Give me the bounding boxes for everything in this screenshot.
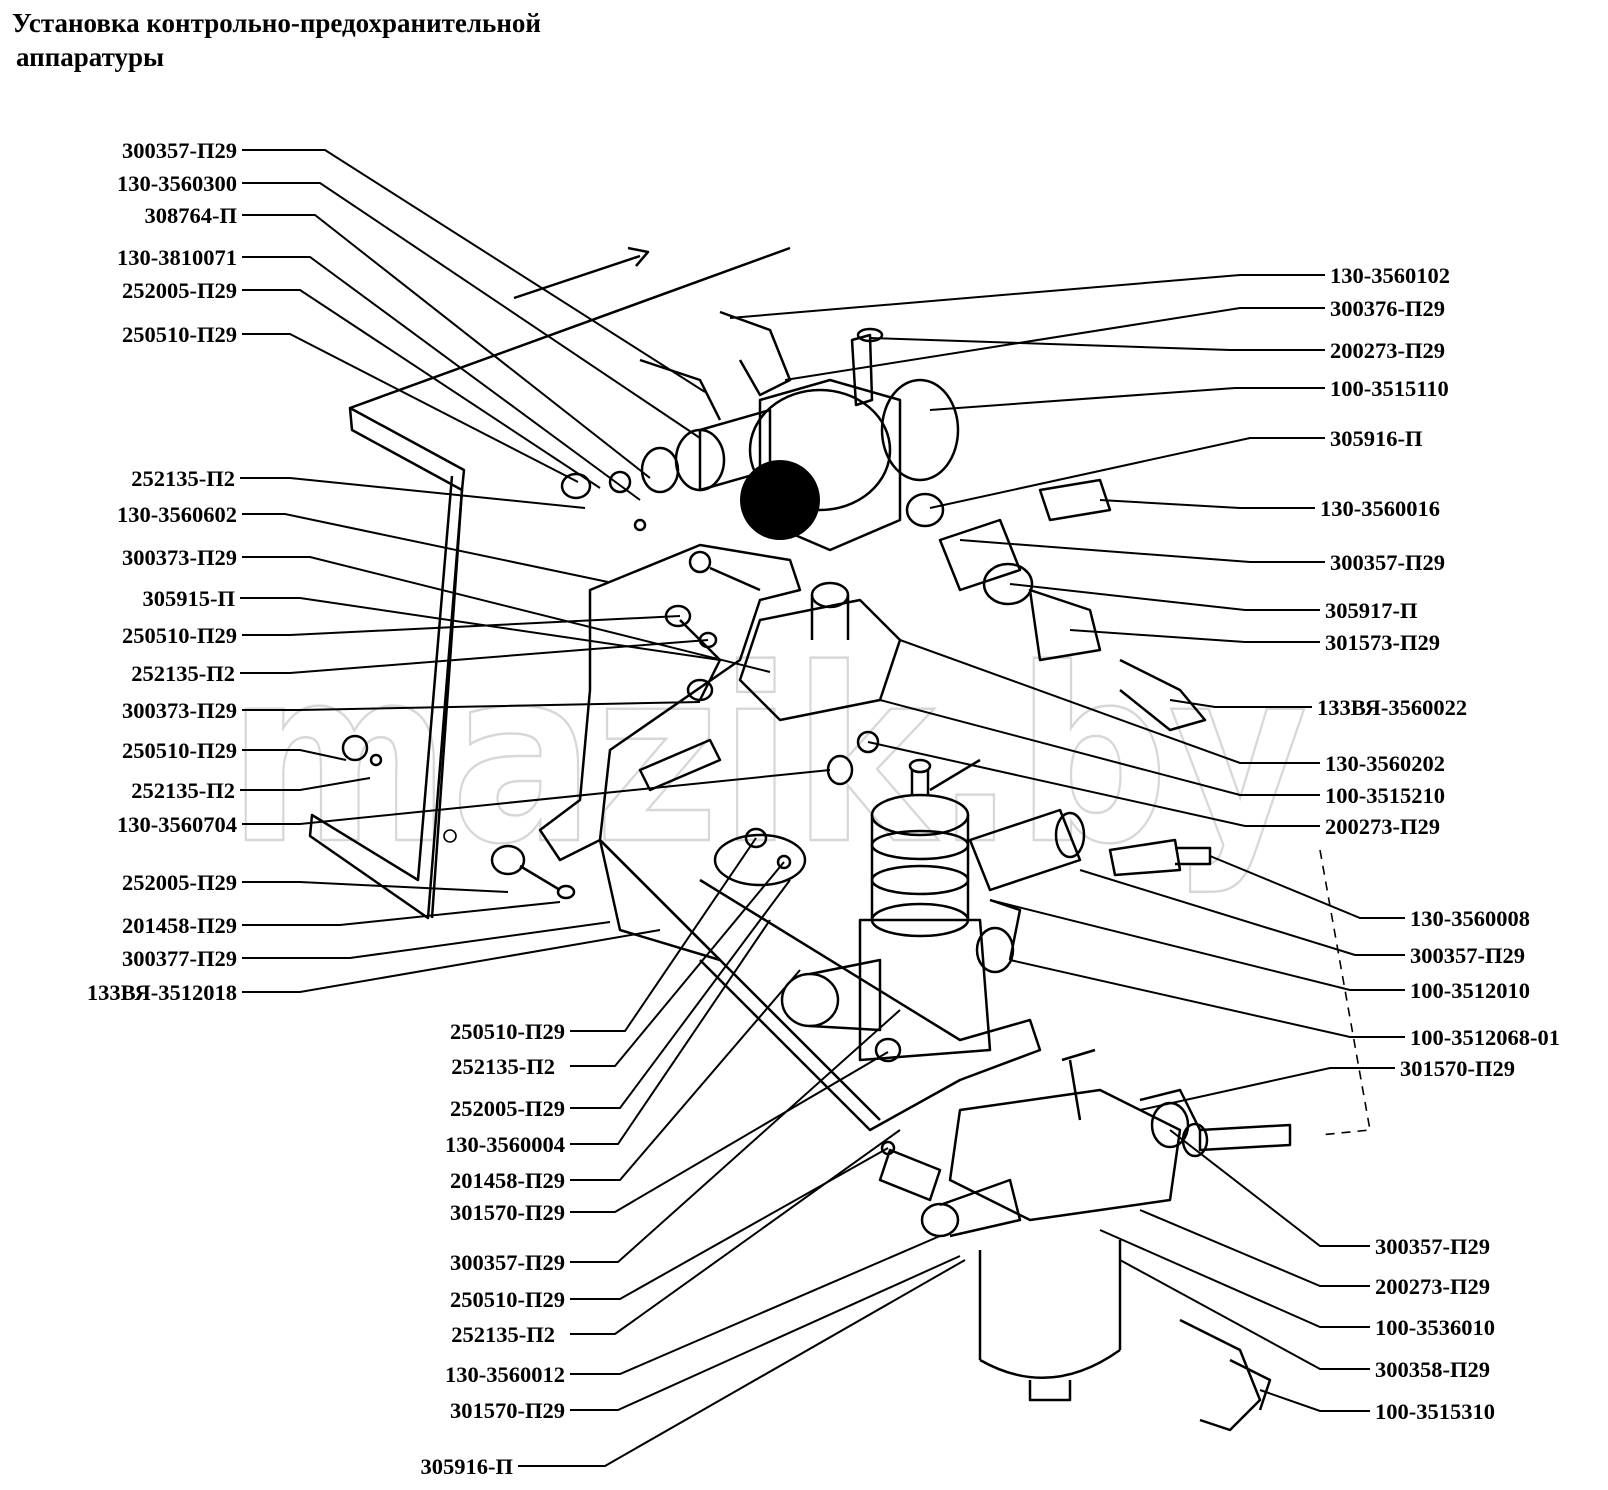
part-label-left-20: 133ВЯ-3512018 xyxy=(87,980,237,1005)
part-label-right-8: 305917-П xyxy=(1325,598,1418,623)
part-label-right-15: 300357-П29 xyxy=(1410,943,1525,968)
part-label-bottom-2: 252135-П2 xyxy=(451,1054,555,1079)
part-label-left-5: 252005-П29 xyxy=(122,278,237,303)
part-label-right-6: 130-3560016 xyxy=(1320,496,1440,521)
diagram-title-line-2: аппаратуры xyxy=(16,42,165,72)
diagram-title-line-1: Установка контрольно-предохранительной xyxy=(12,8,541,38)
valve-bracket xyxy=(538,543,1042,1132)
part-label-left-7: 252135-П2 xyxy=(131,466,235,491)
part-label-right-3: 200273-П29 xyxy=(1330,338,1445,363)
part-label-right-10: 133ВЯ-3560022 xyxy=(1317,695,1467,720)
part-label-bottom-12: 305916-П xyxy=(421,1454,514,1479)
part-label-right-5: 305916-П xyxy=(1330,426,1423,451)
part-label-right-11: 130-3560202 xyxy=(1325,751,1445,776)
part-label-right-18: 301570-П29 xyxy=(1400,1056,1515,1081)
diagram-title: Установка контрольно-предохранительной а… xyxy=(12,6,541,74)
labels-right: 130-3560102 300376-П29 200273-П29 100-35… xyxy=(1317,263,1560,1424)
watermark: mazik.by xyxy=(228,617,1308,897)
part-label-left-15: 252135-П2 xyxy=(131,778,235,803)
part-label-right-12: 100-3515210 xyxy=(1325,783,1445,808)
part-label-bottom-11: 301570-П29 xyxy=(450,1398,565,1423)
part-label-left-9: 300373-П29 xyxy=(122,545,237,570)
labels-bottom: 250510-П29 252135-П2 252005-П29 130-3560… xyxy=(421,1019,566,1479)
part-label-right-7: 300357-П29 xyxy=(1330,550,1445,575)
unloader-valve xyxy=(713,758,1086,1062)
part-label-right-19: 300357-П29 xyxy=(1375,1234,1490,1259)
part-label-left-2: 130-3560300 xyxy=(117,171,237,196)
part-label-bottom-9: 252135-П2 xyxy=(451,1322,555,1347)
part-label-bottom-3: 252005-П29 xyxy=(450,1096,565,1121)
pressure-regulator xyxy=(560,327,960,552)
part-label-left-4: 130-3810071 xyxy=(117,245,237,270)
part-label-right-20: 200273-П29 xyxy=(1375,1274,1490,1299)
part-label-left-14: 250510-П29 xyxy=(122,738,237,763)
part-label-left-3: 308764-П xyxy=(145,203,238,228)
part-label-left-19: 300377-П29 xyxy=(122,946,237,971)
part-label-right-13: 200273-П29 xyxy=(1325,814,1440,839)
part-label-right-2: 300376-П29 xyxy=(1330,296,1445,321)
part-label-left-10: 305915-П xyxy=(143,586,236,611)
part-label-left-11: 250510-П29 xyxy=(122,623,237,648)
part-label-left-12: 252135-П2 xyxy=(131,661,235,686)
mounting-plate xyxy=(308,246,791,920)
leader-lines xyxy=(240,149,1405,1467)
part-label-right-4: 100-3515110 xyxy=(1330,376,1449,401)
part-label-left-18: 201458-П29 xyxy=(122,913,237,938)
part-label-right-23: 100-3515310 xyxy=(1375,1399,1495,1424)
part-label-bottom-1: 250510-П29 xyxy=(450,1019,565,1044)
part-label-left-6: 250510-П29 xyxy=(122,322,237,347)
part-label-right-1: 130-3560102 xyxy=(1330,263,1450,288)
part-label-bottom-5: 201458-П29 xyxy=(450,1168,565,1193)
labels-left: 300357-П29 130-3560300 308764-П 130-3810… xyxy=(87,138,238,1005)
part-label-bottom-10: 130-3560012 xyxy=(445,1362,565,1387)
part-label-left-8: 130-3560602 xyxy=(117,502,237,527)
part-label-right-16: 100-3512010 xyxy=(1410,978,1530,1003)
part-label-right-21: 100-3536010 xyxy=(1375,1315,1495,1340)
part-label-bottom-8: 250510-П29 xyxy=(450,1287,565,1312)
part-label-right-14: 130-3560008 xyxy=(1410,906,1530,931)
part-label-left-17: 252005-П29 xyxy=(122,870,237,895)
part-label-right-17: 100-3512068-01 xyxy=(1410,1025,1560,1050)
part-label-bottom-7: 300357-П29 xyxy=(450,1250,565,1275)
part-label-left-16: 130-3560704 xyxy=(117,812,237,837)
part-label-left-1: 300357-П29 xyxy=(122,138,237,163)
part-label-bottom-6: 301570-П29 xyxy=(450,1200,565,1225)
part-label-left-13: 300373-П29 xyxy=(122,698,237,723)
part-label-right-22: 300358-П29 xyxy=(1375,1357,1490,1382)
part-label-right-9: 301573-П29 xyxy=(1325,630,1440,655)
part-label-bottom-4: 130-3560004 xyxy=(445,1132,565,1157)
